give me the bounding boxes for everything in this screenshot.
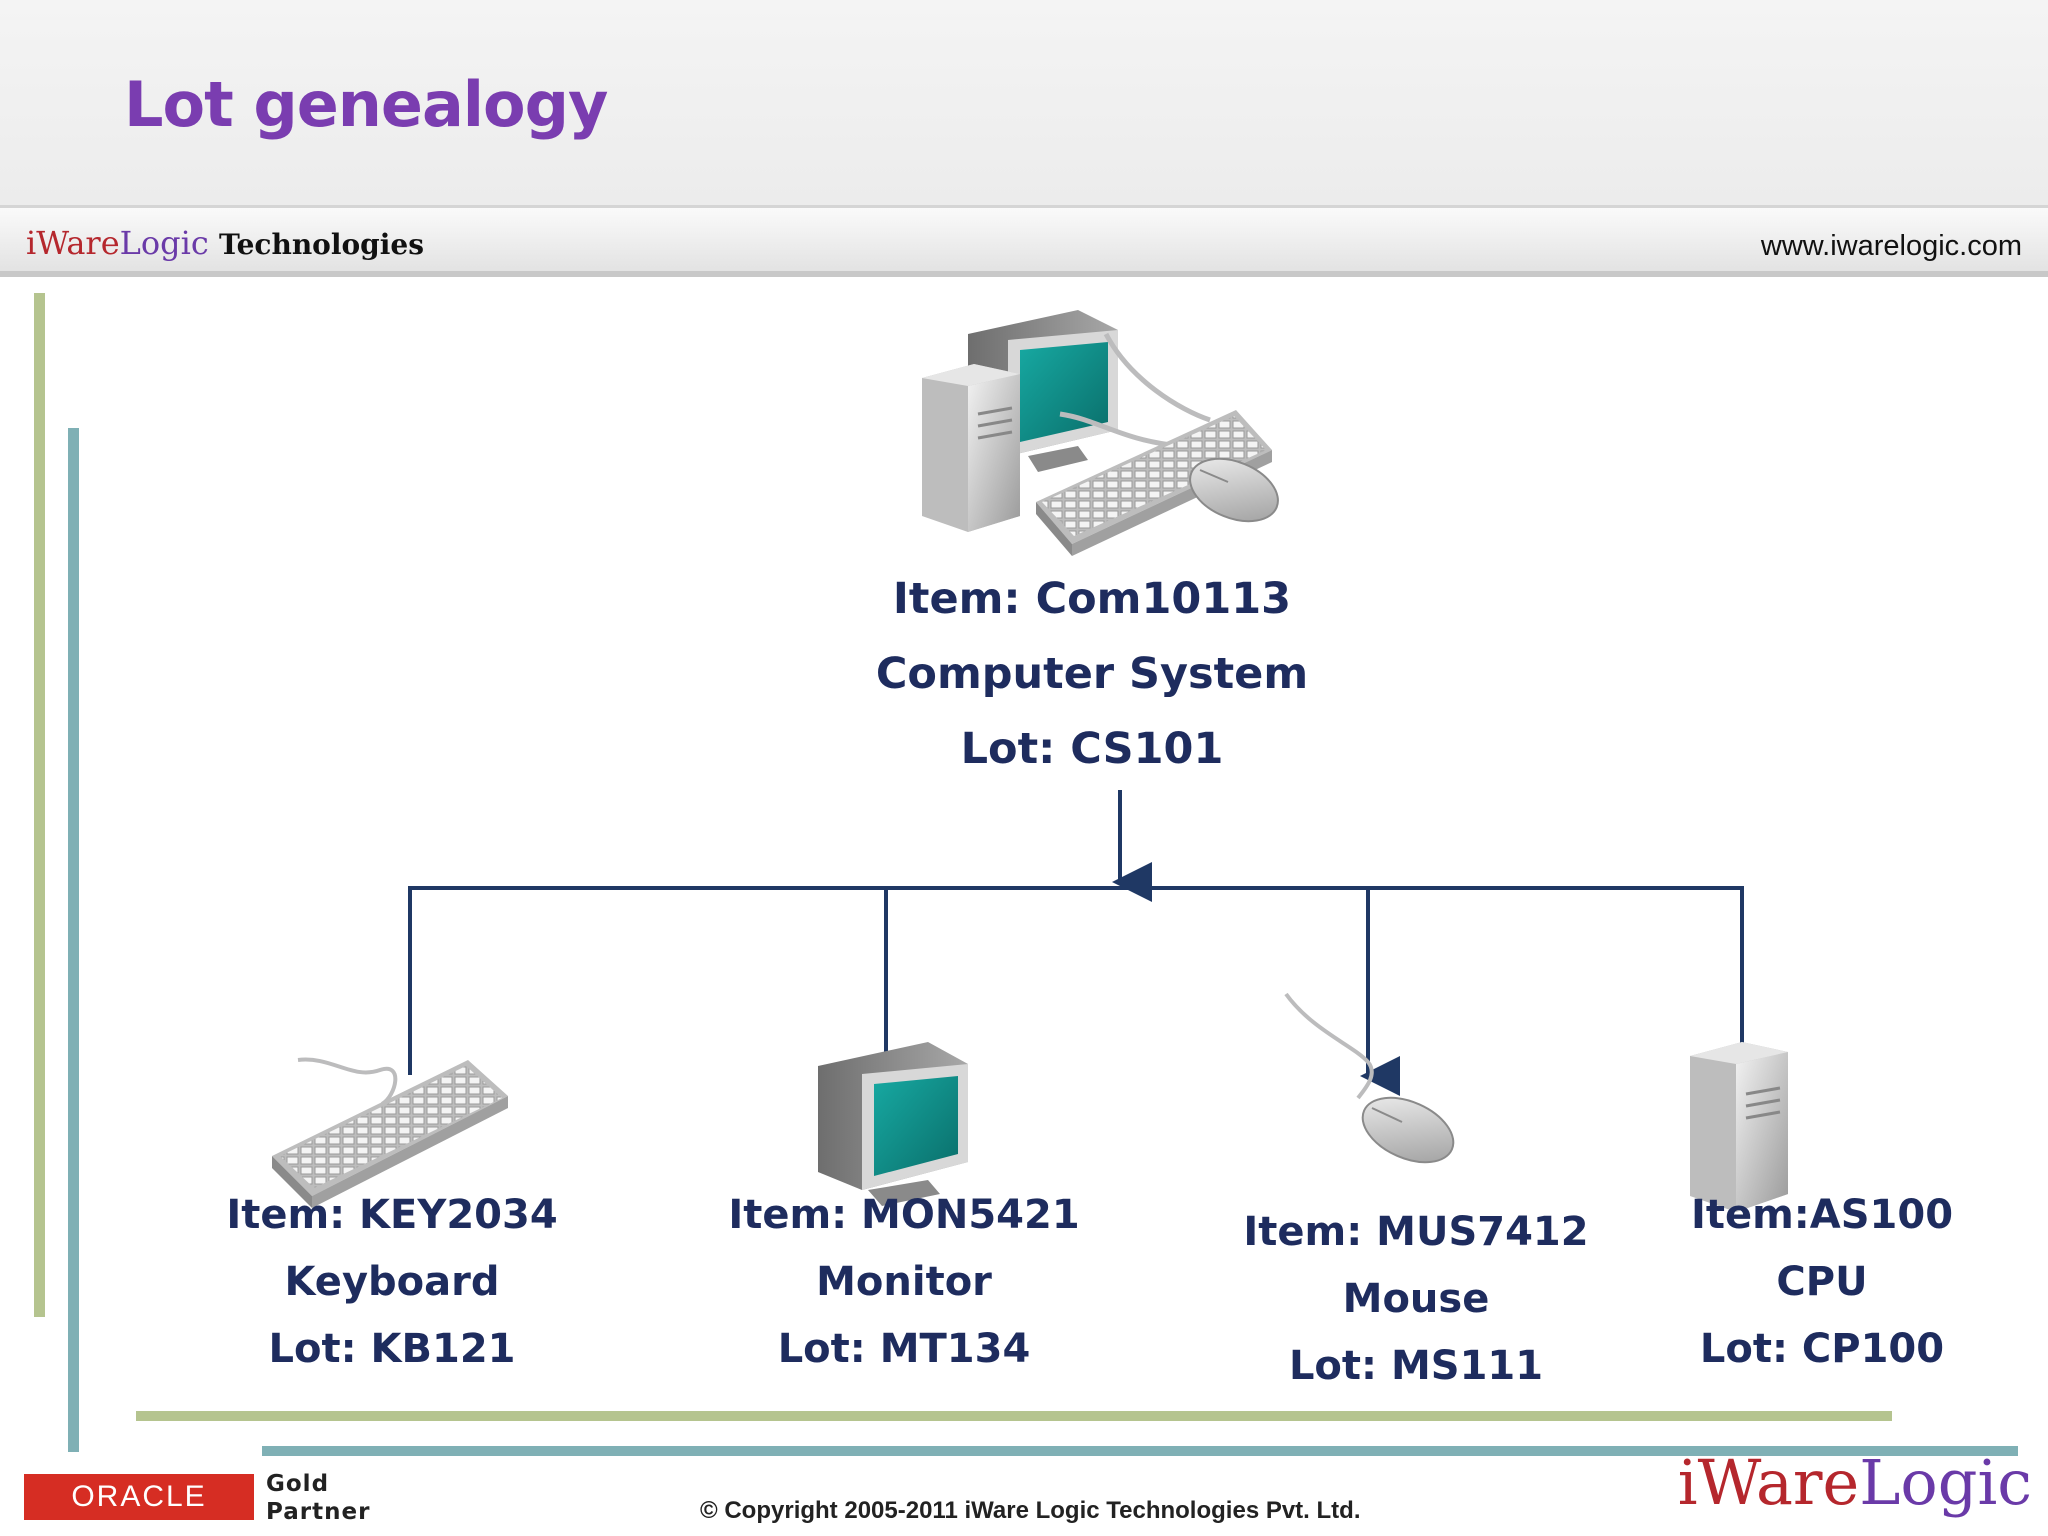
child-item: Item: MON5421 (728, 1192, 1080, 1238)
slide-header: Lot genealogy (0, 0, 2048, 205)
cpu-tower-icon (1690, 1042, 1788, 1212)
gold-partner-label: Gold Partner (266, 1470, 370, 1526)
computer-system-icon (922, 310, 1279, 556)
brand-name: iWareLogic Technologies (26, 224, 424, 262)
partner-line-1: Gold (266, 1471, 330, 1497)
brand-part-logic: Logic (119, 224, 209, 262)
child-node-monitor-label: Item: MON5421 Monitor Lot: MT134 (684, 1182, 1124, 1383)
logo-part-logic: Logic (1859, 1446, 2032, 1519)
root-node-label: Item: Com10113 Computer System Lot: CS10… (792, 562, 1392, 787)
child-node-cpu-label: Item:AS100 CPU Lot: CP100 (1602, 1182, 2042, 1383)
logo-part-iware: iWare (1677, 1446, 1860, 1519)
decor-vertical-line-teal (68, 428, 79, 1452)
brand-part-technologies: Technologies (218, 228, 424, 261)
iwarelogic-logo: iWareLogic (1678, 1446, 2032, 1519)
oracle-logo: ORACLE (24, 1474, 254, 1520)
decor-horizontal-line-green (136, 1411, 1892, 1421)
copyright-text: © Copyright 2005-2011 iWare Logic Techno… (700, 1497, 1361, 1524)
child-description: Monitor (816, 1259, 992, 1305)
root-item: Item: Com10113 (892, 574, 1292, 624)
child-item: Item: KEY2034 (226, 1192, 558, 1238)
child-node-keyboard-label: Item: KEY2034 Keyboard Lot: KB121 (172, 1182, 612, 1383)
root-lot: Lot: CS101 (960, 724, 1224, 774)
child-lot: Lot: CP100 (1699, 1326, 1945, 1372)
decor-horizontal-line-teal (262, 1446, 2018, 1456)
connector-lines (408, 790, 1774, 1096)
monitor-icon (818, 1042, 968, 1206)
child-item: Item: MUS7412 (1243, 1209, 1589, 1255)
child-description: Keyboard (284, 1259, 500, 1305)
child-lot: Lot: MT134 (777, 1326, 1031, 1372)
root-description: Computer System (875, 649, 1309, 699)
child-lot: Lot: KB121 (268, 1326, 516, 1372)
brand-part-iware: iWare (26, 224, 120, 262)
child-lot: Lot: MS111 (1288, 1343, 1544, 1389)
keyboard-icon (272, 1057, 508, 1208)
child-description: CPU (1776, 1259, 1868, 1305)
child-node-mouse-label: Item: MUS7412 Mouse Lot: MS111 (1196, 1199, 1636, 1400)
slide-title: Lot genealogy (124, 68, 608, 141)
partner-line-2: Partner (266, 1499, 371, 1525)
website-link[interactable]: www.iwarelogic.com (1760, 230, 2022, 262)
mouse-icon (1284, 992, 1455, 1164)
decor-vertical-line-green (34, 293, 45, 1317)
child-item: Item:AS100 (1690, 1192, 1954, 1238)
brand-bar: iWareLogic Technologies www.iwarelogic.c… (0, 205, 2048, 277)
child-description: Mouse (1342, 1276, 1490, 1322)
